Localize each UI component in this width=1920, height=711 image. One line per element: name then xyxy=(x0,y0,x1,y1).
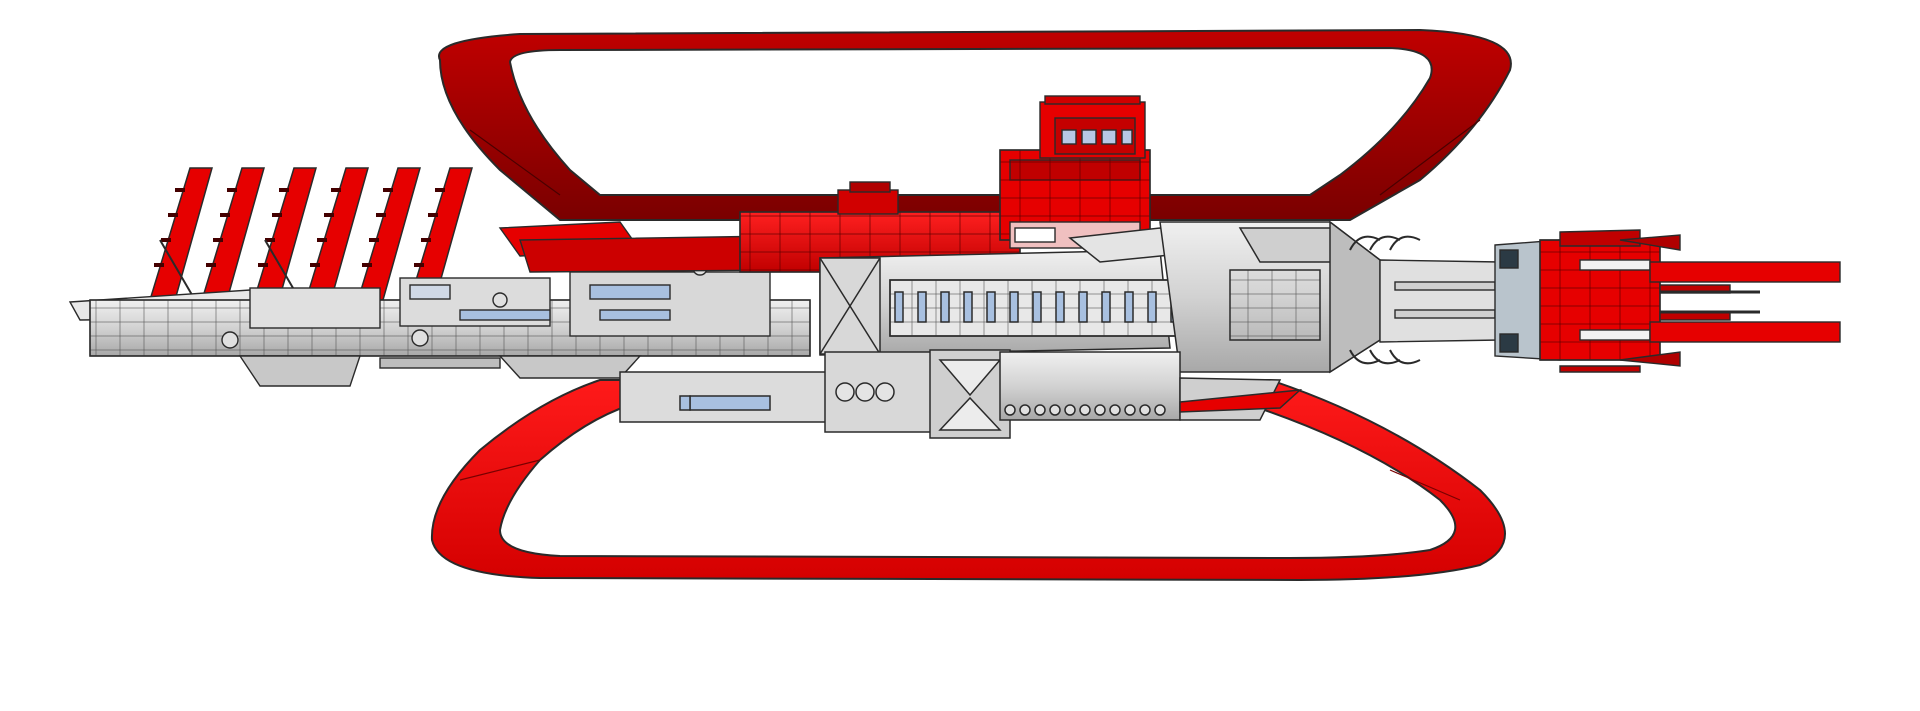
antenna-array xyxy=(148,166,474,302)
lower-hull xyxy=(619,349,1303,439)
engine-section xyxy=(1349,229,1841,373)
main-hull xyxy=(819,220,1381,374)
rear-spine xyxy=(68,260,811,387)
upper-ring xyxy=(438,28,1512,221)
lower-ring xyxy=(430,379,1506,582)
